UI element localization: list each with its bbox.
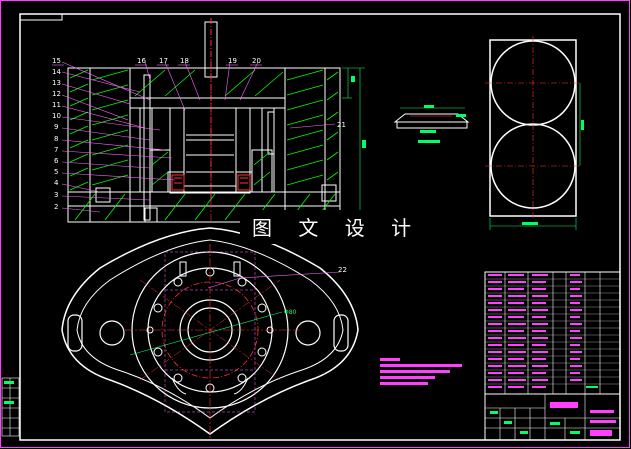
callout-10: 10	[52, 112, 61, 120]
callout-labels-top: 16 17 18 19 20 21	[137, 57, 346, 129]
parts-list-text-blocks	[488, 274, 598, 388]
callout-labels-left: 15 14 13 12 11 10 9 8 7 6 5 4 3 2	[52, 57, 61, 211]
front-section-view: 15 14 13 12 11 10 9 8 7 6 5 4 3 2 16 17 …	[52, 18, 366, 223]
callout-19: 19	[228, 57, 237, 65]
watermark-band	[240, 210, 400, 244]
callout-14: 14	[52, 68, 61, 76]
callout-11: 11	[52, 101, 61, 109]
detail-part-view	[393, 105, 470, 143]
parts-list-rows	[485, 278, 620, 385]
callout-12: 12	[52, 90, 61, 98]
side-plate-view	[485, 36, 584, 230]
plan-dimension-label: Φ80	[284, 309, 297, 316]
callout-4: 4	[54, 179, 59, 187]
callout-16: 16	[137, 57, 146, 65]
callout-9: 9	[54, 123, 58, 131]
section-body	[67, 67, 341, 223]
callout-6: 6	[54, 157, 59, 165]
callout-5: 5	[54, 168, 58, 176]
drawing-number-box	[19, 13, 63, 21]
callout-17: 17	[159, 57, 168, 65]
callout-15: 15	[52, 57, 61, 65]
drawing-frame	[19, 13, 621, 441]
callout-7: 7	[54, 146, 58, 154]
callout-18: 18	[180, 57, 189, 65]
workpiece-parts	[171, 174, 251, 191]
left-margin-stamp	[1, 377, 20, 437]
callout-8: 8	[54, 135, 58, 143]
title-block-fills	[490, 402, 616, 436]
technical-notes	[380, 358, 462, 385]
cavity-detail	[186, 134, 234, 187]
callout-3: 3	[54, 191, 58, 199]
left-leaders	[61, 61, 336, 213]
callout-13: 13	[52, 79, 61, 87]
watermark-text: 图 文 设 计	[252, 216, 422, 240]
plan-view	[61, 227, 359, 440]
callout-20: 20	[252, 57, 261, 65]
section-hatching	[69, 69, 339, 221]
callout-2: 2	[54, 203, 58, 211]
callout-21: 21	[337, 121, 346, 129]
callout-22: 22	[338, 266, 347, 274]
title-block	[485, 394, 620, 440]
front-view-dimensions	[342, 67, 366, 223]
